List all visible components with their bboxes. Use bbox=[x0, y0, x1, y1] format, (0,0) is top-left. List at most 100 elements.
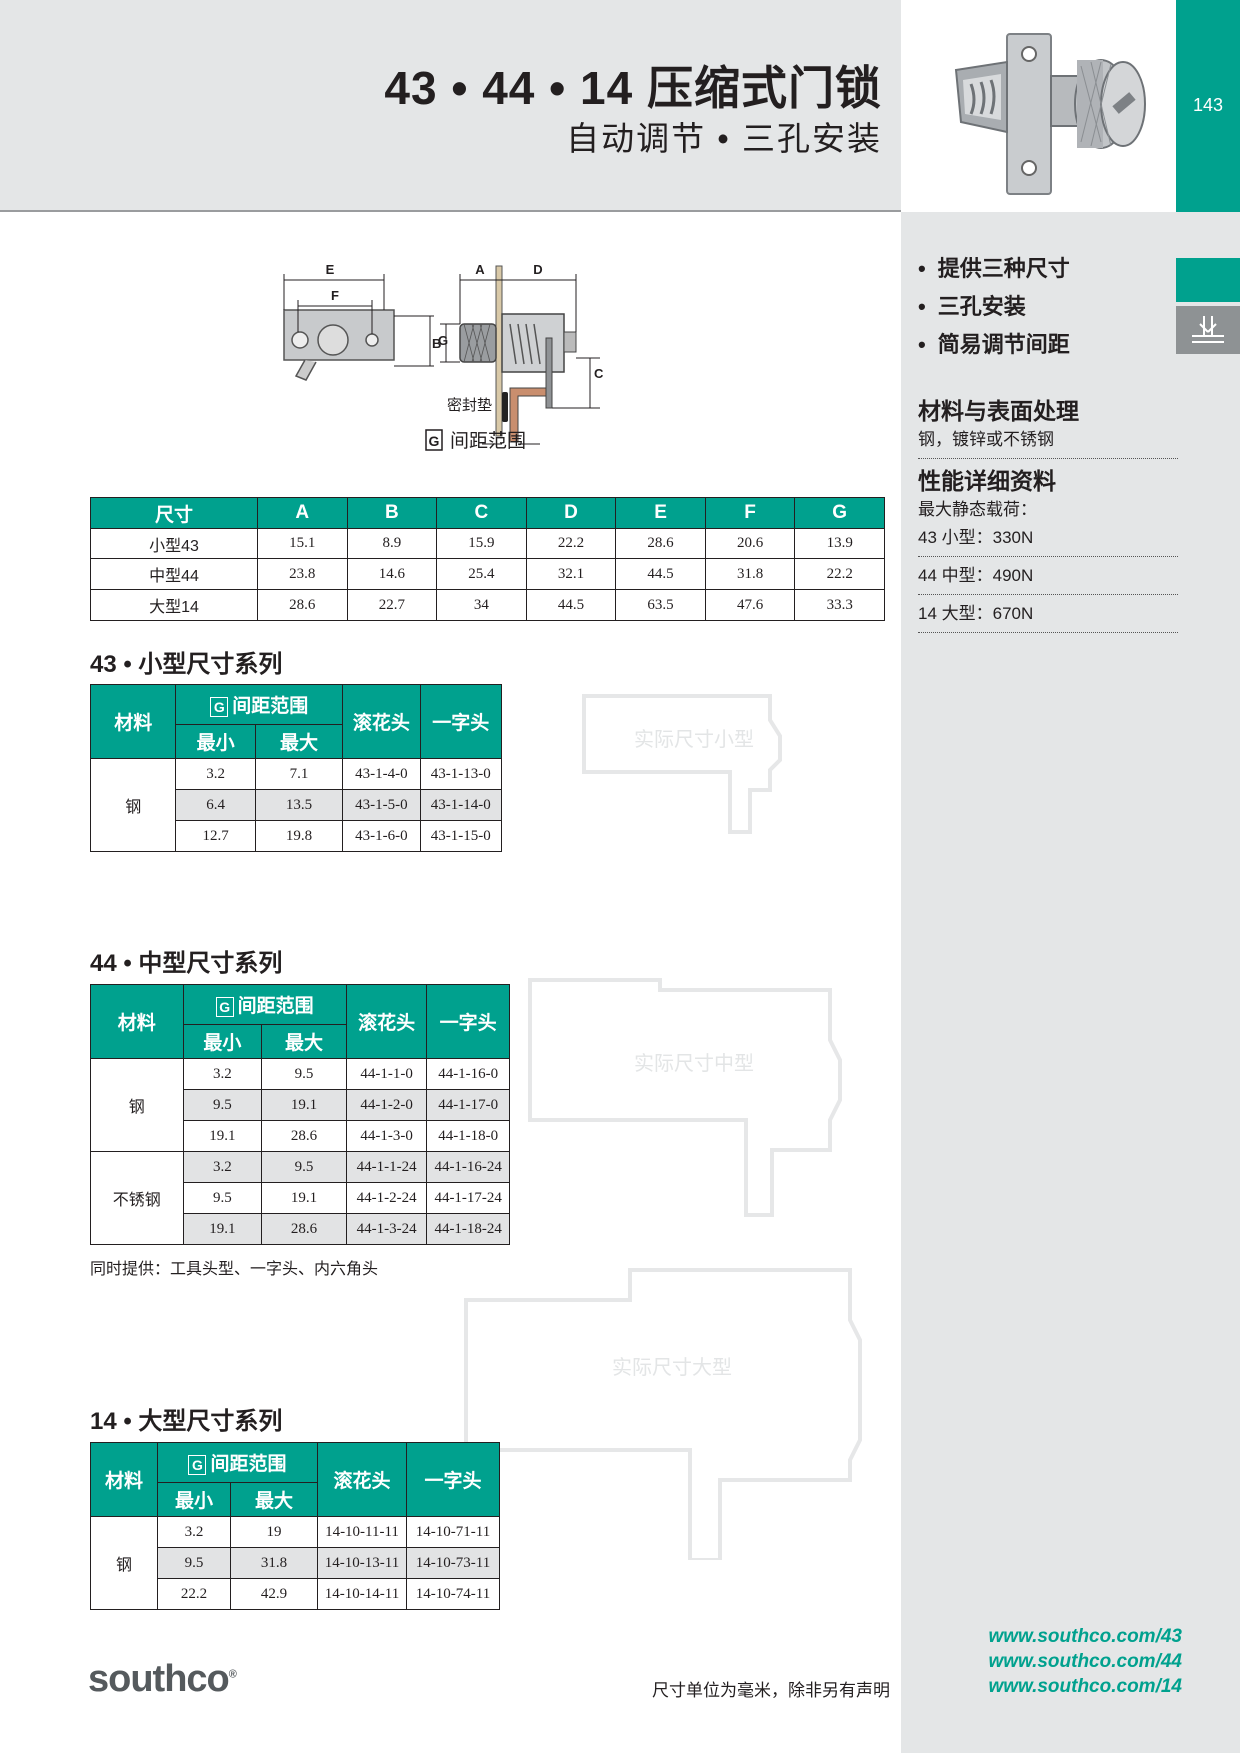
ghost-label-medium: 实际尺寸中型 bbox=[634, 1052, 754, 1075]
actual-size-outlines: 实际尺寸小型 实际尺寸中型 实际尺寸大型 bbox=[464, 694, 862, 1560]
material-cell: 钢 bbox=[90, 1058, 184, 1152]
grip-badge: G bbox=[210, 697, 229, 717]
label-B: B bbox=[432, 336, 441, 351]
load-medium: 44 中型：490N bbox=[918, 558, 1178, 595]
label-A: A bbox=[475, 262, 485, 277]
feature-item: 三孔安装 bbox=[918, 288, 1178, 326]
website-links: www.southco.com/43 www.southco.com/44 ww… bbox=[960, 1624, 1182, 1699]
table-row: 中型44 23.8 14.6 25.4 32.1 44.5 31.8 22.2 bbox=[89, 558, 885, 590]
ghost-label-small: 实际尺寸小型 bbox=[634, 728, 754, 751]
large-series-title: 14 • 大型尺寸系列 bbox=[90, 1408, 283, 1435]
col-header: 尺寸 bbox=[89, 497, 259, 529]
material-text: 钢，镀锌或不锈钢 bbox=[918, 422, 1178, 459]
col-max: 最大 bbox=[230, 1482, 318, 1517]
col-slotted: 一字头 bbox=[426, 984, 510, 1059]
url-link[interactable]: www.southco.com/14 bbox=[988, 1676, 1182, 1697]
col-header: F bbox=[704, 497, 796, 529]
performance-heading: 性能详细资料 bbox=[918, 468, 1056, 494]
table-row: 小型43 15.1 8.9 15.9 22.2 28.6 20.6 13.9 bbox=[89, 528, 885, 559]
material-cell: 钢 bbox=[90, 1516, 158, 1610]
url-link[interactable]: www.southco.com/43 bbox=[988, 1626, 1182, 1647]
col-max: 最大 bbox=[254, 724, 344, 759]
page-subtitle: 自动调节 • 三孔安装 bbox=[566, 120, 882, 157]
label-F: F bbox=[331, 288, 339, 303]
southco-logo: southco® bbox=[88, 1658, 237, 1700]
medium-series-title: 44 • 中型尺寸系列 bbox=[90, 950, 283, 977]
col-max: 最大 bbox=[261, 1024, 347, 1059]
label-E: E bbox=[326, 262, 335, 277]
col-header: G bbox=[794, 497, 885, 529]
panel-line bbox=[495, 265, 503, 437]
latch-photo-icon bbox=[954, 33, 1146, 195]
col-header: C bbox=[436, 497, 527, 529]
col-header: E bbox=[615, 497, 706, 529]
latch-category-icon bbox=[1192, 316, 1224, 343]
grip-range-label: 间距范围 bbox=[450, 430, 526, 452]
header-band bbox=[0, 0, 901, 212]
gasket-label: 密封垫 bbox=[447, 397, 492, 414]
small-series-title: 43 • 小型尺寸系列 bbox=[90, 651, 283, 678]
section-tab bbox=[1176, 258, 1240, 302]
col-min: 最小 bbox=[175, 724, 256, 759]
label-C: C bbox=[594, 366, 604, 381]
right-sidebar bbox=[901, 212, 1240, 1753]
load-small: 43 小型：330N bbox=[918, 520, 1178, 557]
grip-badge: G bbox=[215, 997, 234, 1017]
knurled-head bbox=[459, 323, 497, 363]
medium-note: 同时提供：工具头型、一字头、内六角头 bbox=[90, 1261, 379, 1278]
col-knurled: 滚花头 bbox=[317, 1442, 407, 1517]
label-G: G bbox=[438, 333, 448, 348]
page-number: 143 bbox=[1192, 95, 1224, 115]
feature-item: 简易调节间距 bbox=[918, 326, 1178, 364]
material-heading: 材料与表面处理 bbox=[918, 398, 1079, 424]
material-cell: 不锈钢 bbox=[90, 1151, 184, 1245]
col-header: D bbox=[525, 497, 617, 529]
material-cell: 钢 bbox=[89, 758, 177, 852]
gasket-shape bbox=[502, 392, 508, 422]
dimension-table: 尺寸 A B C D E F G 小型43 15.1 8.9 15.9 22.2… bbox=[89, 497, 885, 621]
small-outline bbox=[582, 694, 782, 834]
col-material: 材料 bbox=[90, 1442, 158, 1517]
page-tab: 143 bbox=[1176, 0, 1240, 212]
units-note: 尺寸单位为毫米，除非另有声明 bbox=[652, 1681, 890, 1700]
ghost-label-large: 实际尺寸大型 bbox=[612, 1356, 732, 1379]
grip-badge: G bbox=[188, 1455, 207, 1475]
load-label: 最大静态载荷： bbox=[918, 500, 1037, 519]
product-photo bbox=[901, 0, 1176, 212]
feature-list: 提供三种尺寸 三孔安装 简易调节间距 bbox=[918, 250, 1178, 364]
label-D: D bbox=[533, 262, 542, 277]
col-material: 材料 bbox=[89, 684, 177, 759]
col-knurled: 滚花头 bbox=[345, 984, 428, 1059]
col-slotted: 一字头 bbox=[406, 1442, 500, 1517]
col-material: 材料 bbox=[90, 984, 184, 1059]
grip-badge: G bbox=[429, 433, 440, 449]
table-row: 大型14 28.6 22.7 34 44.5 63.5 47.6 33.3 bbox=[89, 589, 885, 621]
url-link[interactable]: www.southco.com/44 bbox=[988, 1651, 1182, 1672]
col-min: 最小 bbox=[182, 1024, 263, 1059]
feature-item: 提供三种尺寸 bbox=[918, 250, 1178, 288]
col-header: A bbox=[257, 497, 348, 529]
category-tab bbox=[1176, 306, 1240, 354]
dimension-diagram: E F G A D B C 密封垫 G 间距范围 bbox=[283, 262, 604, 452]
col-header: B bbox=[346, 497, 438, 529]
load-large: 14 大型：670N bbox=[918, 596, 1178, 633]
col-min: 最小 bbox=[157, 1482, 231, 1517]
page-title: 43 • 44 • 14 压缩式门锁 bbox=[384, 62, 882, 114]
